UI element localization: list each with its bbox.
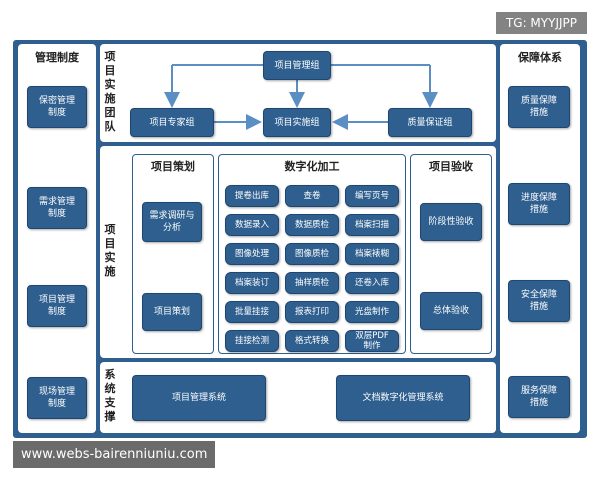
management-item-1: 保密管理 制度 (27, 86, 87, 128)
management-item-3: 项目管理 制度 (27, 285, 87, 327)
team-child-1: 项目专家组 (130, 108, 214, 137)
process-step-6: 档案扫描 (345, 214, 399, 236)
process-step-12: 还卷入库 (345, 272, 399, 294)
assurance-item-3: 安全保障 措施 (508, 280, 570, 322)
acceptance-item-2: 总体验收 (420, 292, 482, 330)
planning-item-2: 项目策划 (142, 293, 202, 331)
system-item-1: 项目管理系统 (132, 375, 266, 421)
implementation-label: 项 目 实 施 (104, 223, 116, 278)
process-step-5: 数据质检 (285, 214, 339, 236)
management-item-2: 需求管理 制度 (27, 187, 87, 229)
process-step-1: 提卷出库 (225, 185, 279, 207)
team-top-box: 项目管理组 (263, 51, 331, 80)
management-panel: 管理制度 保密管理 制度 需求管理 制度 项目管理 制度 现场管理 制度 (18, 44, 96, 433)
acceptance-group: 项目验收 阶段性验收 总体验收 (410, 154, 492, 354)
acceptance-title: 项目验收 (429, 160, 473, 173)
process-step-15: 光盘制作 (345, 301, 399, 323)
process-step-3: 编写页号 (345, 185, 399, 207)
digital-group: 数字化加工 提卷出库查卷编写页号数据录入数据质检档案扫描图像处理图像质检档案裱糊… (218, 154, 406, 354)
process-step-9: 档案裱糊 (345, 243, 399, 265)
process-step-18: 双层PDF 制作 (345, 330, 399, 352)
planning-group: 项目策划 需求调研与 分析 项目策划 (132, 154, 214, 354)
acceptance-item-1: 阶段性验收 (420, 203, 482, 241)
process-step-14: 报表打印 (285, 301, 339, 323)
assurance-title: 保障体系 (518, 51, 562, 64)
digital-title: 数字化加工 (284, 160, 340, 173)
management-title: 管理制度 (35, 51, 79, 64)
process-step-16: 挂接检测 (225, 330, 279, 352)
system-label: 系 统 支 撑 (104, 368, 116, 423)
assurance-item-4: 服务保障 措施 (508, 376, 570, 418)
tg-badge: TG: MYYJJPP (495, 12, 587, 34)
process-step-11: 抽样质检 (285, 272, 339, 294)
system-item-2: 文档数字化管理系统 (336, 375, 470, 421)
process-step-8: 图像质检 (285, 243, 339, 265)
planning-title: 项目策划 (151, 160, 195, 173)
assurance-item-1: 质量保障 措施 (508, 86, 570, 128)
process-step-13: 批量挂接 (225, 301, 279, 323)
process-step-2: 查卷 (285, 185, 339, 207)
team-label: 项 目 实 施 团 队 (104, 50, 116, 133)
process-step-7: 图像处理 (225, 243, 279, 265)
process-step-10: 档案装订 (225, 272, 279, 294)
team-child-2: 项目实施组 (263, 108, 331, 137)
process-step-17: 格式转换 (285, 330, 339, 352)
process-step-4: 数据录入 (225, 214, 279, 236)
team-child-3: 质量保证组 (388, 108, 472, 137)
planning-item-1: 需求调研与 分析 (142, 202, 202, 242)
assurance-panel: 保障体系 质量保障 措施 进度保障 措施 安全保障 措施 服务保障 措施 (500, 44, 580, 433)
assurance-item-2: 进度保障 措施 (508, 183, 570, 225)
watermark: www.webs-bairenniuniu.com (13, 441, 216, 468)
management-item-4: 现场管理 制度 (27, 377, 87, 419)
